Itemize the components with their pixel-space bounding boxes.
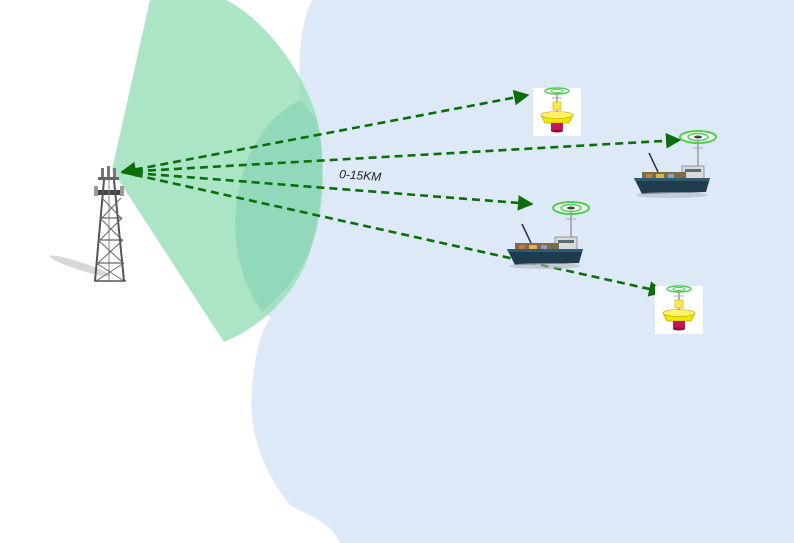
range-label: 0-15KM: [339, 167, 382, 184]
buoy-icon: [655, 286, 703, 334]
cell-tower-icon: [48, 166, 126, 281]
sea-area-shape: [235, 0, 794, 543]
buoy-icon: [533, 88, 581, 136]
sea-area: [235, 0, 794, 543]
tower-shadow: [48, 252, 111, 279]
